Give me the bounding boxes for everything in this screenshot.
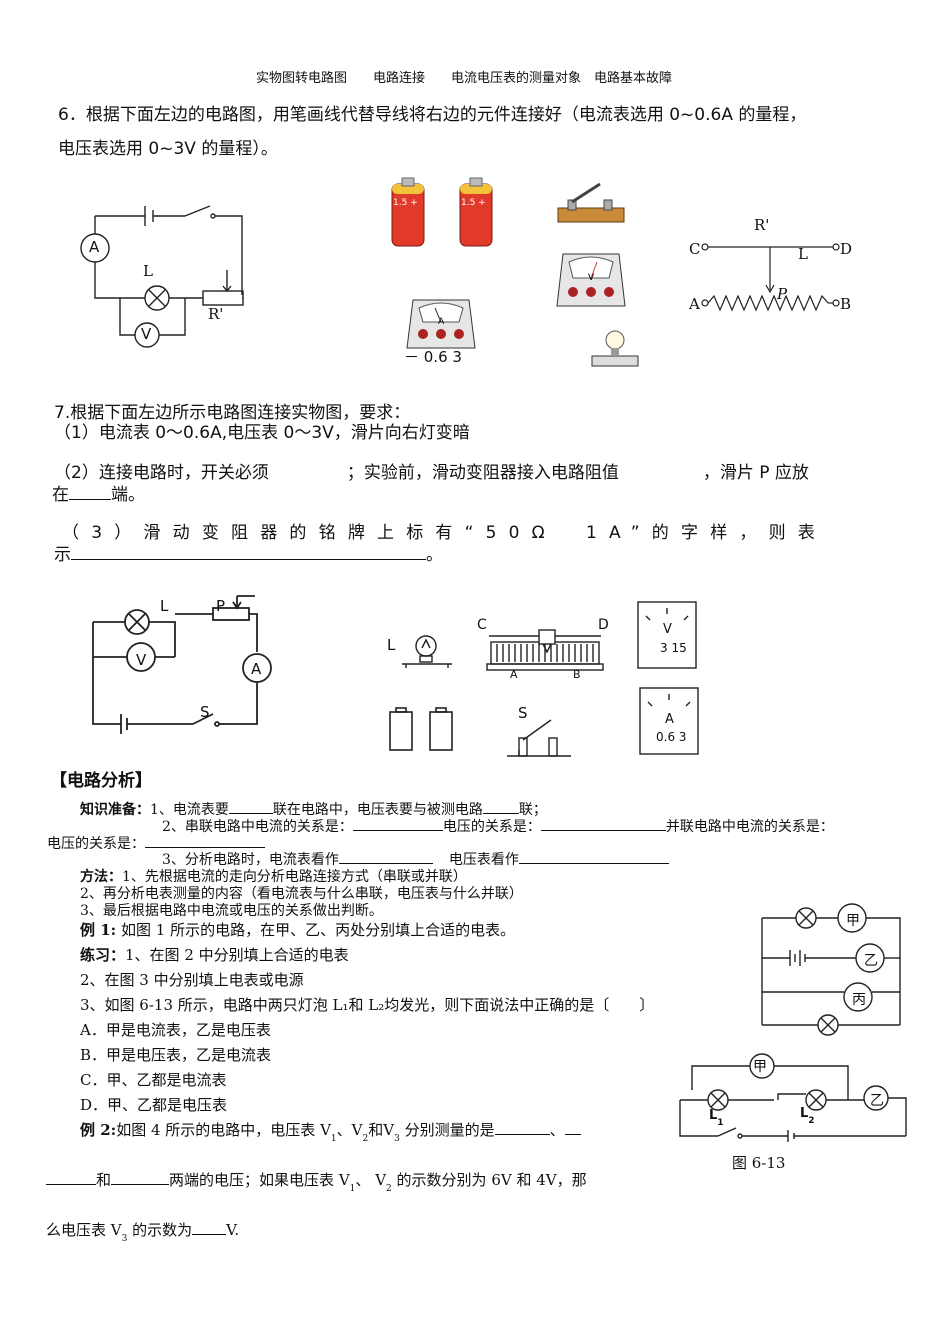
q6-switch-icon (557, 182, 625, 223)
q6-rheostat-label: R' (208, 305, 224, 323)
q7-slider-label: P (216, 597, 226, 615)
example-2-line-1: 例 2:如图 4 所示的电路中，电压表 V1、V2和V3 分别测量的是、 (80, 1119, 581, 1144)
q7-bulb-label: L (387, 636, 396, 654)
example-2-line-2: 和两端的电压；如果电压表 V1、 V2 的示数分别为 6V 和 4V，那 (46, 1169, 587, 1194)
q7-rheostat-icon (486, 629, 604, 671)
practice-2: 2、在图 3 中分别填上电表或电源 (80, 971, 304, 989)
q7-switch-icon (507, 719, 571, 757)
fig1-jia-label: 甲 (846, 913, 860, 929)
q7-voltmeter-scale: 3 15 (660, 641, 687, 655)
q6-ammeter-label: A (89, 238, 100, 256)
q7-requirement-3-cont: 示。 (54, 545, 443, 565)
page-header: 实物图转电路图 电路连接 电流电压表的测量对象 电路基本故障 (256, 71, 673, 86)
q6-voltmeter-icon: V (556, 253, 626, 307)
q6-terminal-a: A (689, 295, 700, 313)
q6-line1: 6．根据下面左边的电路图，用笔画线代替导线将右边的元件连接好（电流表选用 0~0… (58, 105, 807, 125)
q7-requirement-1: （1）电流表 0～0.6A,电压表 0～3V，滑片向右灯变暗 (54, 423, 470, 443)
option-c: C．甲、乙都是电流表 (80, 1071, 227, 1089)
q6-ammeter-scale: － 0.6 3 (404, 348, 462, 366)
q6-terminal-c: C (689, 240, 701, 258)
q6-slider-p-label: P (777, 285, 788, 303)
practice-1: 练习：1、在图 2 中分别填上合适的电表 (80, 946, 349, 964)
method-line-3: 3、最后根据电路中电流或电压的关系做出判断。 (80, 903, 383, 919)
q7-switch-label: S (518, 704, 528, 722)
q6-rheostat-r-label: R' (754, 216, 770, 234)
fig1-bing-label: 丙 (852, 992, 866, 1008)
section-heading: 【电路分析】 (50, 771, 152, 791)
q6-rheostat-diagram (701, 243, 840, 312)
q6-battery-icon (391, 177, 493, 247)
q7-ammeter-scale: 0.6 3 (656, 730, 687, 744)
prep-line-3: 3、分析电路时，电流表看作电压表看作 (162, 849, 669, 869)
option-d: D．甲、乙都是电压表 (80, 1096, 228, 1114)
q7-voltmeter-label: V (136, 651, 147, 669)
q7-requirement-3: （3）滑动变阻器的铭牌上标有“50Ω 1A”的字样，则表 (62, 523, 827, 543)
q6-circuit-diagram (80, 205, 244, 348)
q7-requirement-2-cont: 在端。 (52, 485, 145, 505)
fig613-caption: 图 6-13 (732, 1154, 786, 1172)
q6-terminal-b: B (840, 295, 852, 313)
fig613-jia-label: 甲 (753, 1059, 767, 1075)
svg-text:A: A (438, 317, 445, 327)
fig613-l1-label: L1 (709, 1108, 724, 1128)
prep-line-2-cont: 电压的关系是： (47, 833, 265, 853)
q7-bulb-icon (402, 635, 452, 668)
q7-terminal-d: D (598, 617, 609, 633)
q6-line2: 电压表选用 0~3V 的量程）。 (58, 139, 278, 159)
q7-voltmeter-icon (637, 601, 697, 669)
fig613-yi-label: 乙 (870, 1093, 884, 1109)
prep-line-1: 知识准备：1、电流表要联在电路中，电压表要与被测电路联； (80, 799, 547, 819)
q7-ammeter-letter: A (665, 712, 674, 727)
figure-6-13-circuit (679, 1053, 907, 1142)
q7-title: 7.根据下面左边所示电路图连接实物图，要求： (54, 403, 411, 423)
q6-bulb-icon (591, 330, 639, 367)
q7-battery-icon (389, 707, 453, 751)
method-line-2: 2、再分析电表测量的内容（看电流表与什么串联，电压表与什么并联） (80, 886, 523, 902)
q7-circuit-diagram (92, 595, 272, 734)
q6-lamp-label: L (143, 262, 153, 280)
q7-voltmeter-letter: V (663, 622, 672, 637)
battery-label-1: 1.5 + (393, 198, 418, 208)
option-a: A．甲是电流表，乙是电压表 (80, 1021, 271, 1039)
q6-voltmeter-label: V (141, 325, 152, 343)
q7-switch-label: S (200, 703, 210, 721)
q6-terminal-d: D (840, 240, 853, 258)
method-line-1: 方法：1、先根据电流的走向分析电路连接方式（串联或并联） (80, 869, 467, 885)
q7-terminal-c: C (477, 617, 487, 633)
q7-ammeter-icon (639, 687, 699, 755)
option-b: B．甲是电压表，乙是电流表 (80, 1046, 272, 1064)
q7-terminal-a: A (510, 668, 518, 681)
prep-line-2: 2、串联电路中电流的关系是：电压的关系是：并联电路中电流的关系是： (162, 816, 834, 836)
q6-ammeter-icon: A (406, 299, 476, 349)
battery-label-2: 1.5 + (461, 198, 486, 208)
practice-3: 3、如图 6-13 所示，电路中两只灯泡 L₁和 L₂均发光，则下面说法中正确的… (80, 996, 655, 1014)
example-1: 例 1: 如图 1 所示的电路，在甲、乙、丙处分别填上合适的电表。 (80, 921, 516, 939)
svg-text:V: V (588, 273, 595, 283)
fig613-l2-label: L2 (800, 1106, 815, 1126)
q7-ammeter-label: A (251, 660, 262, 678)
q7-requirement-2: （2）连接电路时，开关必须；实验前，滑动变阻器接入电路阻值，滑片 P 应放 (54, 463, 809, 483)
q7-terminal-b: B (573, 668, 581, 681)
figure-1-circuit (761, 903, 901, 1036)
q6-rheostat-l-label: L (798, 245, 808, 263)
q7-lamp-label: L (160, 597, 169, 615)
fig1-yi-label: 乙 (864, 953, 878, 969)
